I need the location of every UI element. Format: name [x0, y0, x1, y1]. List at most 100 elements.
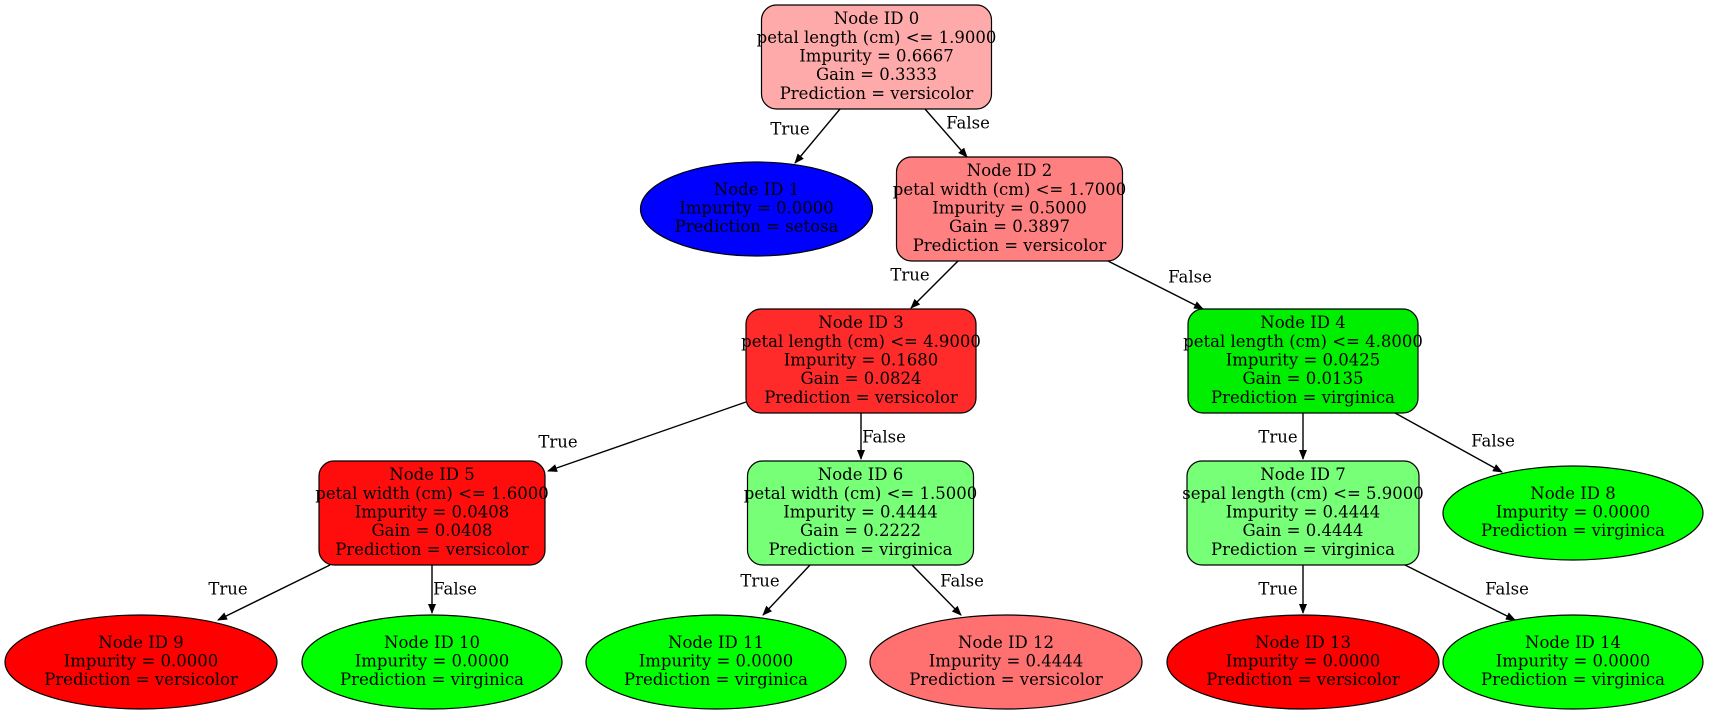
node-9-line-0: Node ID 9	[98, 633, 183, 652]
node-4-box	[1187, 308, 1419, 414]
node-7-line-1: sepal length (cm) <= 5.9000	[1182, 484, 1424, 503]
node-4-line-0: Node ID 4	[1260, 313, 1345, 332]
edge-7-to-14-arrow	[1404, 564, 1516, 621]
node-12-line-2: Prediction = versicolor	[909, 670, 1103, 689]
node-11-line-2: Prediction = virginica	[624, 670, 808, 689]
node-11-line-0: Node ID 11	[668, 633, 764, 652]
node-4-line-2: Impurity = 0.0425	[1226, 351, 1381, 370]
node-4-line-3: Gain = 0.0135	[1243, 369, 1364, 388]
edge-0-to-2-arrow	[924, 108, 968, 158]
node-0-line-2: Impurity = 0.6667	[799, 47, 954, 66]
node-10-ellipse	[301, 614, 563, 710]
node-11-line-1: Impurity = 0.0000	[639, 652, 794, 671]
node-3-box	[745, 308, 977, 414]
edge-3-to-6-label: False	[862, 428, 906, 447]
node-12-line-1: Impurity = 0.4444	[929, 652, 1084, 671]
node-2-line-3: Gain = 0.3897	[949, 217, 1070, 236]
edge-4-to-8-label: False	[1471, 432, 1515, 451]
edge-6-to-12-label: False	[940, 572, 984, 591]
edge-0-to-1-arrow	[794, 108, 841, 164]
edge-3-to-5-label: True	[538, 433, 577, 452]
node-6-box	[746, 460, 975, 566]
edge-2-to-4-label: False	[1168, 268, 1212, 287]
edge-6-to-11-label: True	[740, 572, 779, 591]
node-6-line-3: Gain = 0.2222	[800, 521, 921, 540]
node-10-line-2: Prediction = virginica	[340, 670, 524, 689]
edge-2-to-3-label: True	[890, 266, 929, 285]
edge-7-to-13-label: True	[1258, 580, 1297, 599]
node-2-line-0: Node ID 2	[967, 161, 1052, 180]
node-10-line-0: Node ID 10	[384, 633, 480, 652]
node-5-line-0: Node ID 5	[389, 465, 474, 484]
node-1-line-2: Prediction = setosa	[675, 217, 839, 236]
node-3-line-3: Gain = 0.0824	[801, 369, 922, 388]
node-4-line-4: Prediction = virginica	[1211, 388, 1395, 407]
node-8-line-0: Node ID 8	[1530, 484, 1615, 503]
node-8-ellipse	[1442, 465, 1704, 561]
node-3-line-4: Prediction = versicolor	[764, 388, 958, 407]
edge-5-to-9-arrow	[217, 564, 331, 621]
edge-0-to-1-label: True	[770, 120, 809, 139]
edge-5-to-10-label: False	[433, 580, 477, 599]
node-7-box	[1186, 460, 1420, 566]
edge-0-to-2-label: False	[946, 114, 990, 133]
node-3-line-0: Node ID 3	[818, 313, 903, 332]
node-13-ellipse	[1166, 614, 1440, 710]
node-7-line-2: Impurity = 0.4444	[1226, 503, 1381, 522]
node-7-line-3: Gain = 0.4444	[1243, 521, 1364, 540]
node-2-line-4: Prediction = versicolor	[913, 236, 1107, 255]
node-3-line-2: Impurity = 0.1680	[784, 351, 939, 370]
node-9-line-2: Prediction = versicolor	[44, 670, 238, 689]
edge-4-to-8-arrow	[1394, 412, 1503, 473]
node-9-line-1: Impurity = 0.0000	[64, 652, 219, 671]
node-1-line-1: Impurity = 0.0000	[679, 199, 834, 218]
edge-5-to-9-label: True	[208, 580, 247, 599]
node-10-line-1: Impurity = 0.0000	[355, 652, 510, 671]
node-5-line-4: Prediction = versicolor	[335, 540, 529, 559]
edge-2-to-3-arrow	[910, 260, 959, 309]
node-13-line-2: Prediction = versicolor	[1206, 670, 1400, 689]
node-13-line-1: Impurity = 0.0000	[1226, 652, 1381, 671]
node-9-ellipse	[4, 614, 278, 710]
node-0-line-4: Prediction = versicolor	[780, 84, 974, 103]
node-2-line-1: petal width (cm) <= 1.7000	[893, 180, 1126, 199]
node-7-line-4: Prediction = virginica	[1211, 540, 1395, 559]
edge-6-to-11-arrow	[762, 564, 811, 616]
node-5-line-3: Gain = 0.0408	[372, 521, 493, 540]
node-5-line-2: Impurity = 0.0408	[355, 503, 510, 522]
edge-6-to-12-arrow	[911, 564, 962, 616]
node-0-line-1: petal length (cm) <= 1.9000	[757, 28, 997, 47]
edge-2-to-4-arrow	[1107, 260, 1204, 310]
node-1-line-0: Node ID 1	[714, 180, 799, 199]
node-14-line-2: Prediction = virginica	[1481, 670, 1665, 689]
node-6-line-0: Node ID 6	[818, 465, 903, 484]
node-6-line-4: Prediction = virginica	[769, 540, 953, 559]
node-5-line-1: petal width (cm) <= 1.6000	[315, 484, 548, 503]
node-11-ellipse	[585, 614, 847, 710]
node-12-ellipse	[869, 614, 1143, 710]
node-8-line-1: Impurity = 0.0000	[1496, 503, 1651, 522]
edge-4-to-7-label: True	[1258, 428, 1297, 447]
edge-7-to-14-label: False	[1485, 580, 1529, 599]
node-14-line-0: Node ID 14	[1525, 633, 1621, 652]
node-14-line-1: Impurity = 0.0000	[1496, 652, 1651, 671]
node-0-box	[760, 4, 993, 110]
node-2-box	[895, 156, 1124, 262]
node-6-line-2: Impurity = 0.4444	[783, 503, 938, 522]
